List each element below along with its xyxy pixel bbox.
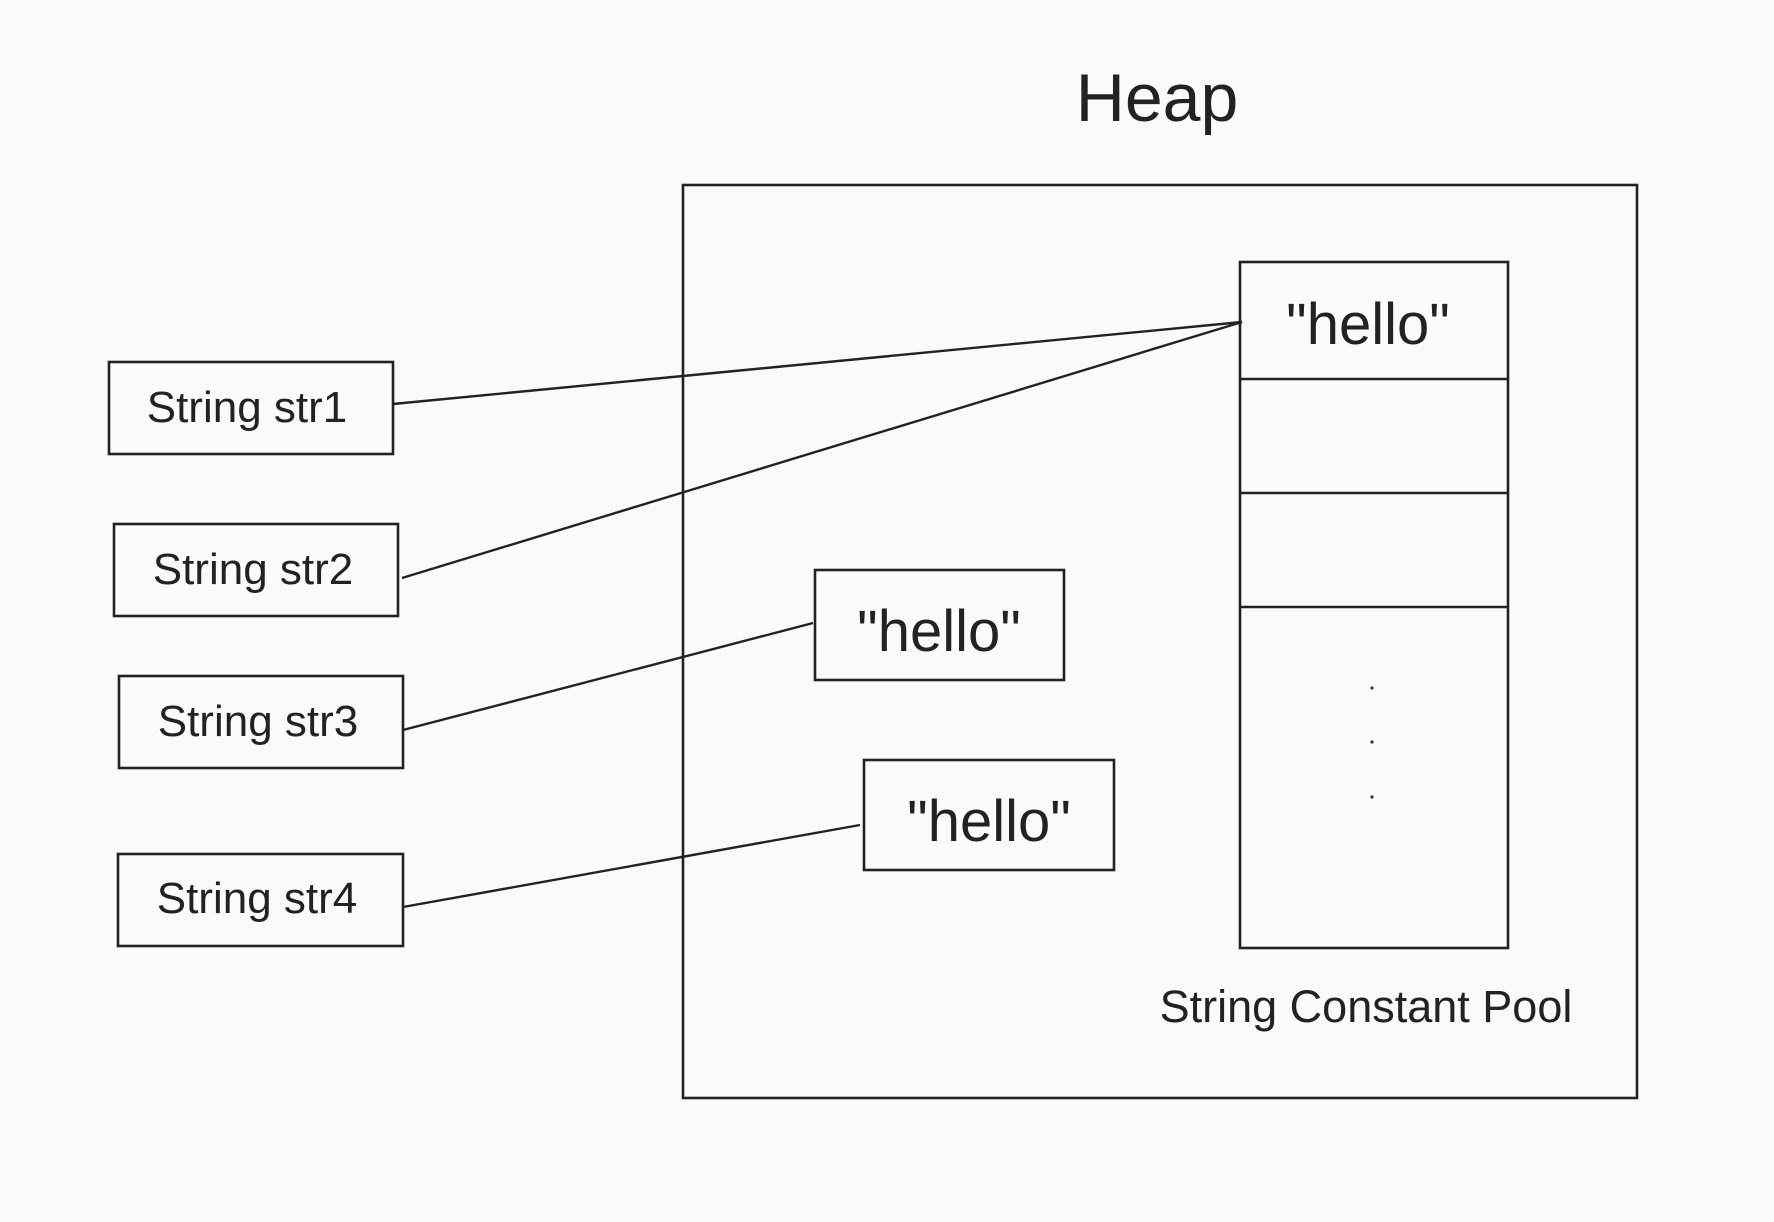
heap-object-2-text: "hello" [907,789,1071,854]
variable-str1-text: String str1 [147,383,348,432]
heap-object-1-text: "hello" [857,599,1021,664]
reference-str1-to-pool [392,320,1243,406]
heap-region [681,183,1639,1100]
heap-title: Heap [1076,60,1239,136]
heap-object-2: "hello" [862,758,1116,872]
pool-literal-hello: "hello" [1286,292,1450,357]
pool-column [1238,260,1510,950]
variable-str2-text: String str2 [153,545,354,594]
variable-str3-text: String str3 [158,697,359,746]
variable-str4-text: String str4 [157,874,358,923]
ellipsis-dot [1370,740,1374,744]
reference-str3-to-heap-object-1 [402,621,814,732]
variable-str2: String str2 [112,522,400,618]
variable-str4: String str4 [116,852,405,948]
heap-object-1: "hello" [813,568,1066,682]
reference-str4-to-heap-object-2 [402,823,861,909]
pool-label: String Constant Pool [1160,981,1573,1032]
ellipsis-dot [1370,795,1374,799]
ellipsis-dot [1370,686,1374,690]
variable-str3: String str3 [117,674,405,770]
string-constant-pool: "hello" [1238,260,1510,950]
reference-str2-to-pool [401,320,1243,580]
variable-str1: String str1 [107,360,395,456]
